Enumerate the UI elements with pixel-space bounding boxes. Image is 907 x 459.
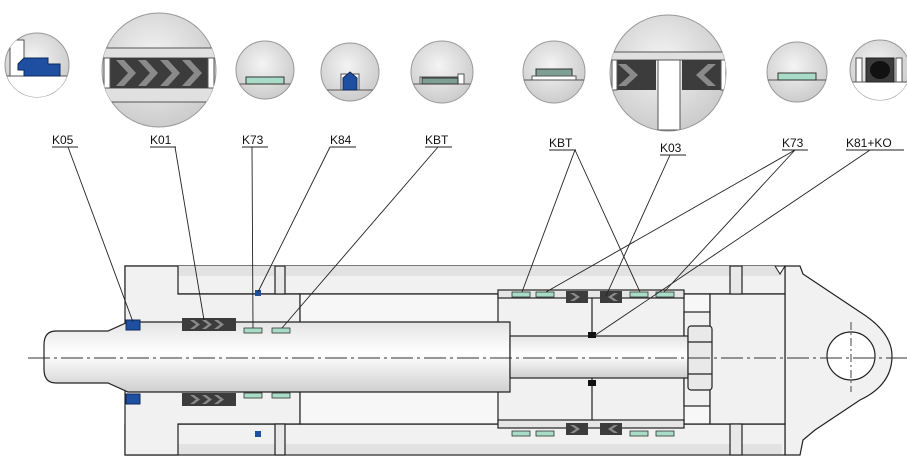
detail-k05-icon (4, 32, 70, 98)
label-k84: K84 (330, 133, 352, 147)
detail-k84-icon (320, 42, 380, 102)
seal-k01-top (182, 318, 236, 331)
label-k03: K03 (660, 141, 682, 155)
detail-k73-left-icon (235, 40, 295, 100)
vent-mark (774, 265, 786, 275)
seal-k81-ko (588, 332, 596, 386)
detail-k73-right-icon (766, 41, 828, 103)
label-kbt-right: KBT (549, 136, 573, 150)
detail-k03-icon (609, 14, 727, 132)
guide-rings-left (243, 327, 291, 399)
cylinder-assembly (43, 265, 893, 456)
leader-lines (67, 146, 871, 337)
label-k01: K01 (150, 133, 172, 147)
detail-k01-icon (101, 12, 217, 128)
detail-k81-ko-icon (849, 39, 907, 101)
callout-labels: K05 K01 K73 K84 KBT KBT K03 K73 K81+KO (52, 133, 904, 156)
piston-rod (43, 321, 511, 393)
seal-k01-bottom (182, 393, 236, 406)
label-k73-right: K73 (782, 136, 804, 150)
seal-k03 (566, 291, 622, 435)
seal-k05-bottom (125, 393, 141, 405)
label-k81-ko: K81+KO (846, 136, 892, 150)
detail-kbt-left-icon (410, 40, 474, 104)
detail-kbt-right-icon (522, 40, 586, 104)
piston-guide-rings (511, 291, 675, 437)
label-k05: K05 (52, 133, 74, 147)
label-k73-left: K73 (242, 133, 264, 147)
seal-k84 (255, 290, 261, 437)
label-kbt-left: KBT (425, 133, 449, 147)
seal-k05-top (125, 319, 141, 331)
